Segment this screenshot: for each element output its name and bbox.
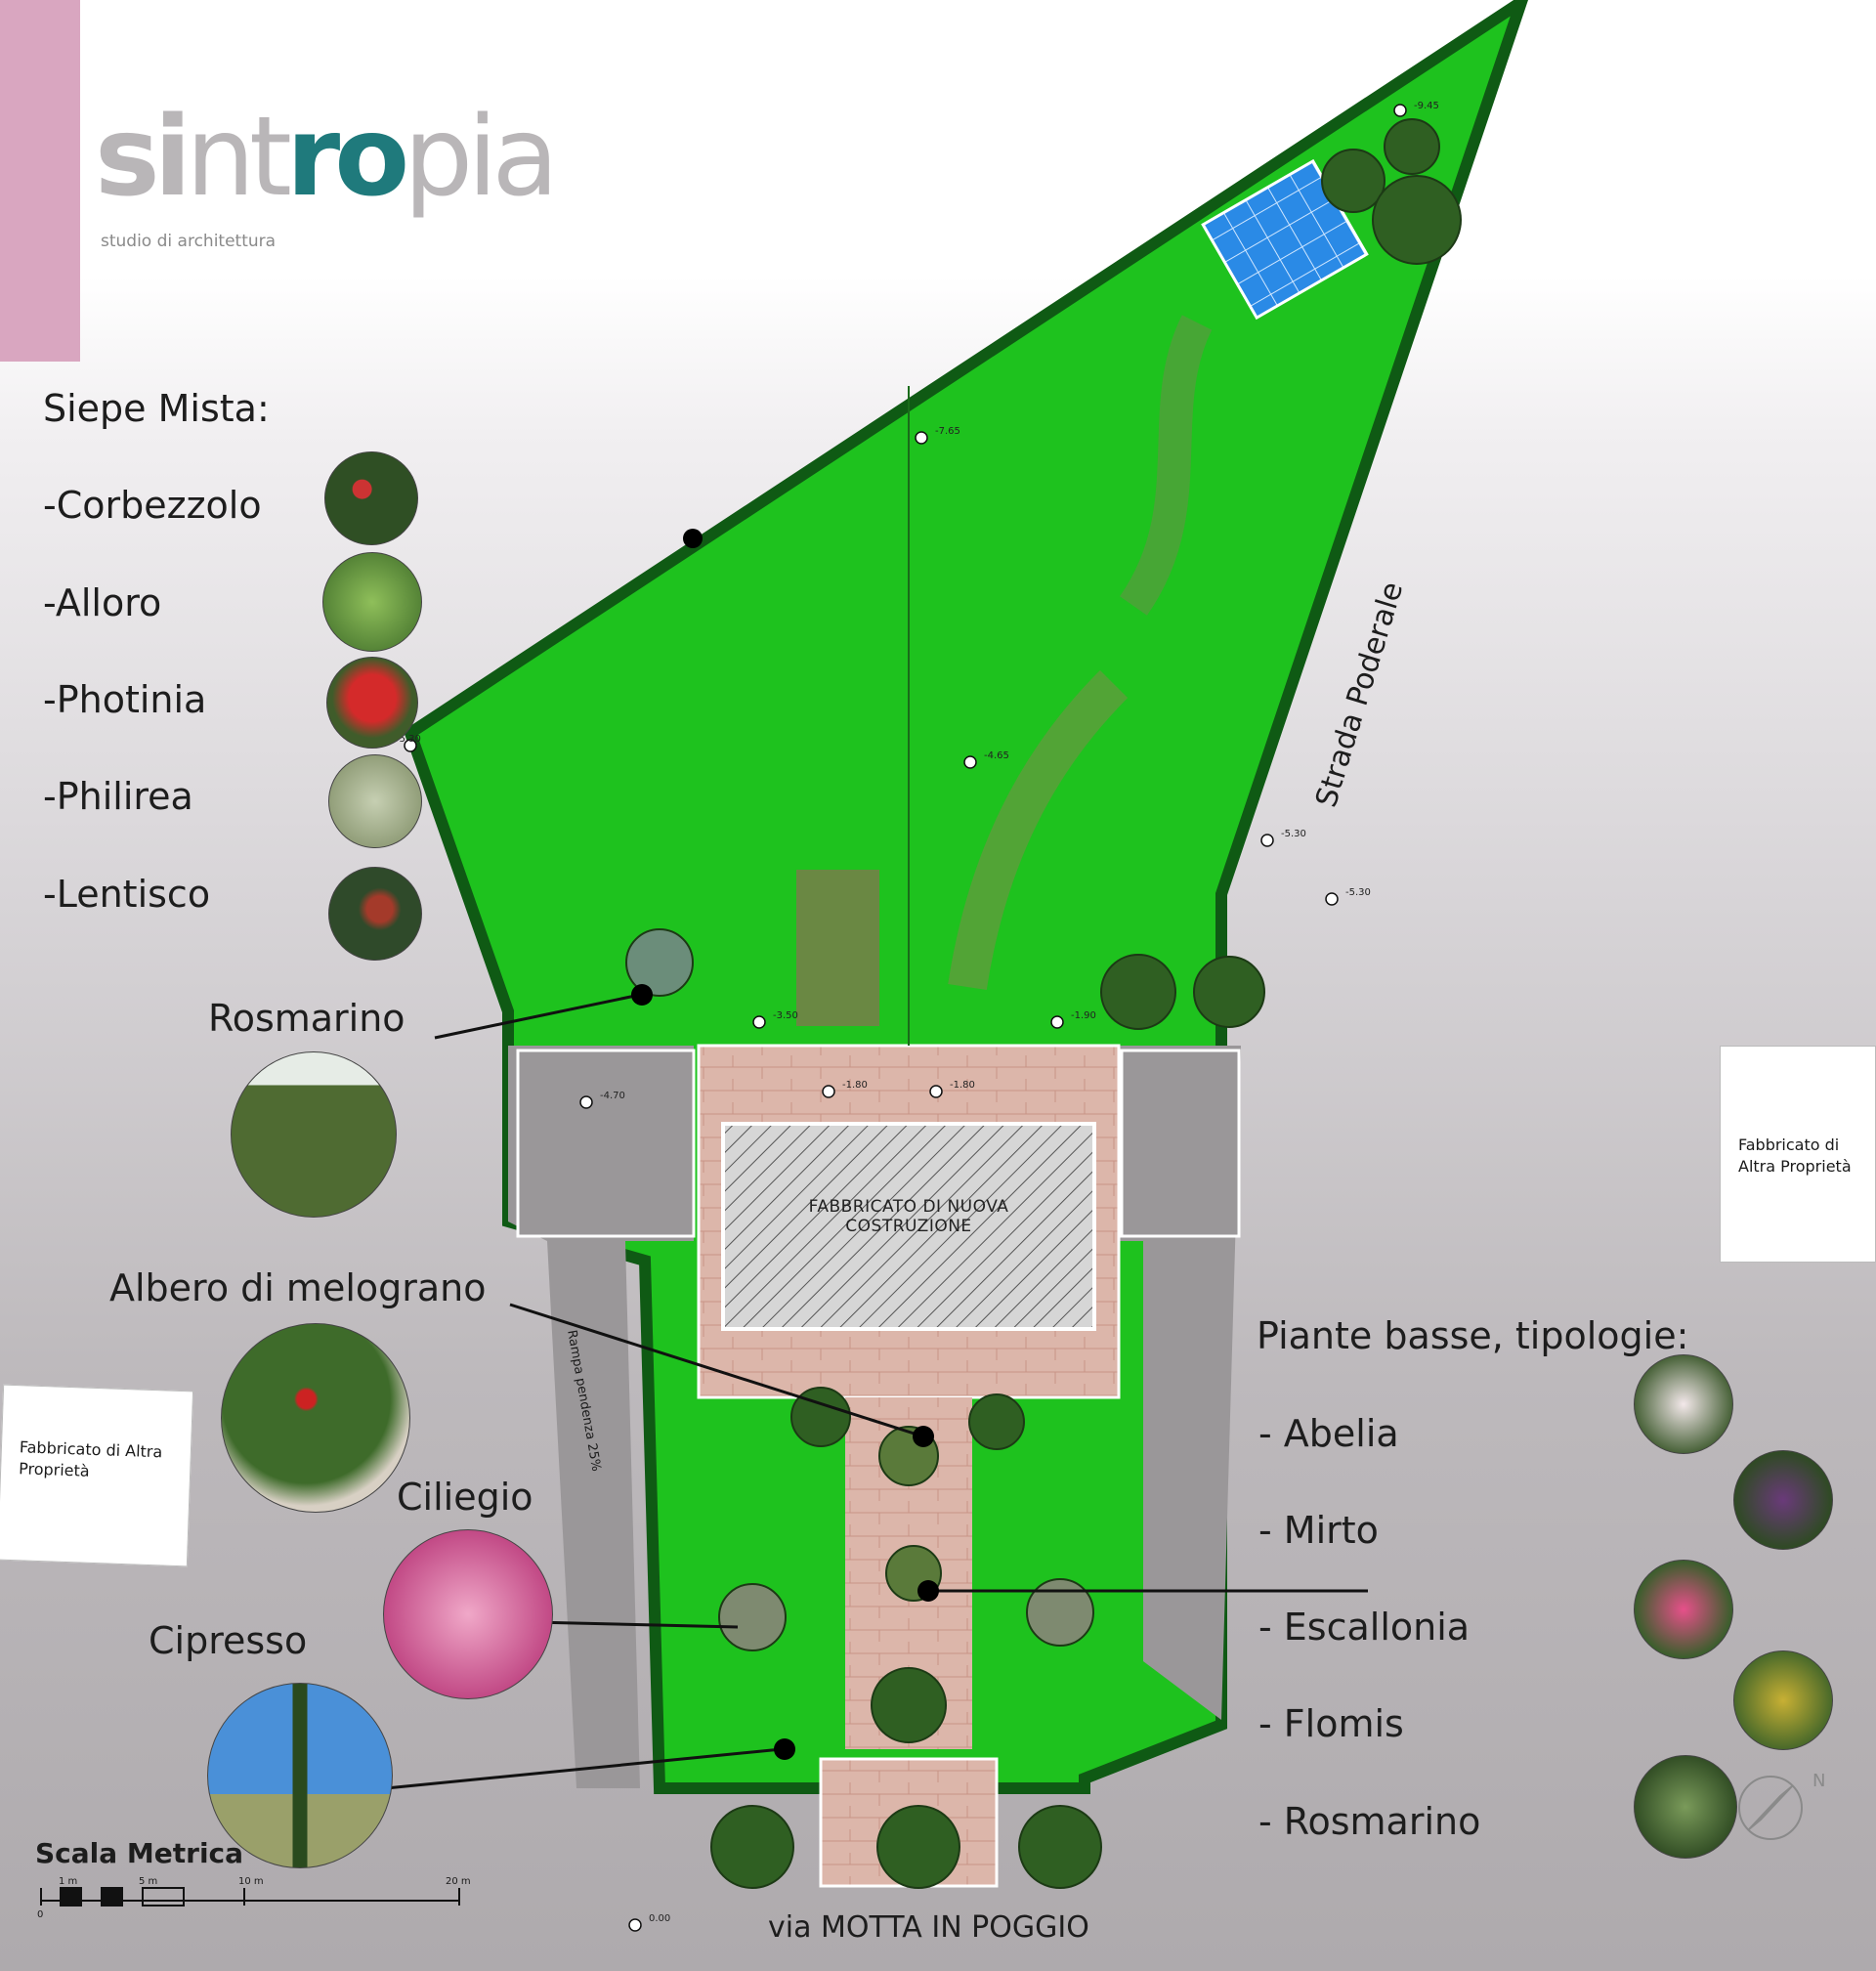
low-plant-item: - Escallonia (1258, 1606, 1471, 1649)
ciliegio-photo (383, 1529, 553, 1699)
neighbour-note-right: Fabbricato di Altra Proprietà (1720, 1046, 1876, 1263)
tree-cherry-right (1026, 1578, 1094, 1647)
new-building (721, 1122, 1096, 1331)
street-label: via MOTTA IN POGGIO (768, 1910, 1089, 1945)
tree-oak-3 (1372, 175, 1462, 265)
hedge-list-title: Siepe Mista: (43, 387, 270, 430)
rosmarino-low-photo (1634, 1755, 1737, 1859)
hedge-item: -Photinia (43, 678, 207, 721)
compass-rose (1738, 1776, 1803, 1840)
hedge-item: -Lentisco (43, 873, 211, 916)
melograno-label: Albero di melograno (109, 1266, 487, 1309)
hedge-item: -Corbezzolo (43, 484, 262, 527)
trees (625, 118, 1462, 1889)
tree-cherry-left (718, 1583, 787, 1651)
elevation-label: -5.30 (396, 734, 421, 745)
logo-subtitle: studio di architettura (101, 232, 277, 251)
ciliegio-label: Ciliegio (397, 1476, 533, 1519)
mirto-photo (1733, 1450, 1833, 1550)
building-label: FABBRICATO DI NUOVA COSTRUZIONE (808, 1197, 1009, 1236)
scale-tick-label: 5 m (139, 1876, 158, 1887)
scale-title: Scala Metrica (35, 1837, 244, 1869)
abelia-photo (1634, 1354, 1733, 1454)
elevation-label: -1.80 (842, 1080, 868, 1091)
tree-melograno (790, 1387, 851, 1447)
flomis-photo (1733, 1650, 1833, 1750)
logo: sintropia (95, 94, 559, 221)
low-plant-item: - Abelia (1258, 1412, 1399, 1455)
tree-bush-1 (1100, 954, 1176, 1030)
scale-tick-label: 20 m (446, 1876, 471, 1887)
parking-right (1120, 1049, 1241, 1238)
elevation-label: -9.45 (1414, 101, 1439, 111)
neighbour-note-left: Fabbricato di Altra Proprietà (0, 1384, 194, 1567)
cipresso-photo (207, 1683, 393, 1868)
lentisco-photo (328, 867, 422, 961)
tree-bush-2 (1193, 956, 1265, 1028)
tree-oak-2 (1384, 118, 1440, 175)
tree-rosmarino (625, 928, 694, 997)
tree-oak-1 (1321, 149, 1386, 213)
melograno-photo (221, 1323, 410, 1513)
wooden-steps (796, 870, 879, 1026)
elevation-label: -3.50 (773, 1010, 798, 1021)
tree-street-2 (876, 1805, 960, 1889)
elevation-label: -5.30 (1281, 829, 1306, 839)
hedge-item: -Alloro (43, 581, 162, 624)
alloro-photo (322, 552, 422, 652)
low-plant-item: - Mirto (1258, 1509, 1379, 1552)
scale-tick-label: 0 (37, 1909, 44, 1920)
escallonia-photo (1634, 1560, 1733, 1659)
elevation-label: -7.65 (935, 426, 960, 437)
elevation-label: -1.90 (1071, 1010, 1096, 1021)
tree-street-3 (1018, 1805, 1102, 1889)
photinia-photo (326, 657, 418, 749)
corbezzolo-photo (324, 451, 418, 545)
tree-melograno-2 (968, 1393, 1025, 1450)
elevation-label: -4.65 (984, 750, 1009, 761)
elevation-label: -1.80 (950, 1080, 975, 1091)
meadow-path-2 (948, 669, 1129, 991)
tree-street-1 (710, 1805, 794, 1889)
low-plant-item: - Rosmarino (1258, 1800, 1481, 1843)
scale-tick-label: 10 m (238, 1876, 264, 1887)
rosmarino-photo (231, 1051, 397, 1218)
rosmarino-label: Rosmarino (208, 997, 405, 1040)
meadow-path-1 (1119, 315, 1213, 616)
parking-left (516, 1049, 696, 1238)
low-plant-item: - Flomis (1258, 1702, 1404, 1745)
philirea-photo (328, 754, 422, 848)
elevation-label: 0.00 (649, 1913, 671, 1924)
elevation-markers (404, 104, 1407, 1932)
scale-tick-label: 1 m (59, 1876, 78, 1887)
tree-central (871, 1667, 947, 1743)
elevation-label: -4.70 (600, 1091, 625, 1101)
brand-color-bar (0, 0, 80, 362)
low-plants-title: Piante basse, tipologie: (1257, 1314, 1689, 1357)
cipresso-label: Cipresso (149, 1619, 308, 1662)
north-label: N (1812, 1771, 1826, 1791)
elevation-label: -5.30 (1345, 887, 1371, 898)
hedge-item: -Philirea (43, 775, 193, 818)
scale-bar (40, 1887, 460, 1907)
